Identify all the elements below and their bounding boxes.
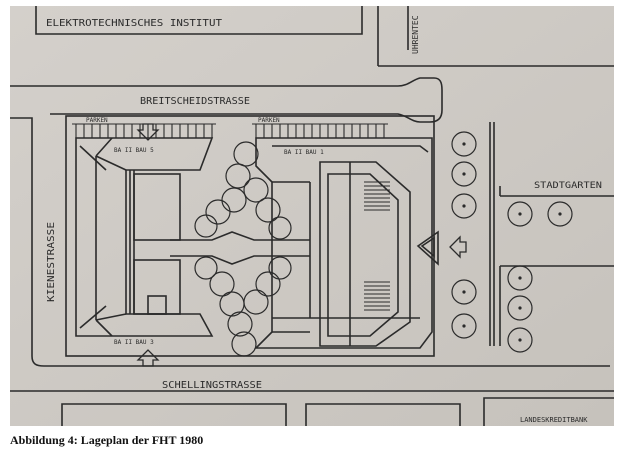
institute-outline [35, 6, 363, 35]
parking-label-left: PARKEN [86, 117, 108, 124]
building-right-ridge [309, 162, 351, 346]
east-street-edge [489, 122, 495, 346]
building-right-top-wing [272, 145, 429, 183]
building-left-wing-roof [79, 145, 135, 329]
building-right-outline [254, 137, 433, 349]
building-label-1: BA II BAU 1 [284, 149, 324, 156]
stadtgarten-edge [499, 186, 614, 346]
site-plan-drawing: ELEKTROTECHNISCHES INSTITUT UHRENTEC BRE… [10, 6, 614, 426]
tree-row-east [451, 131, 477, 339]
staircase-north [364, 181, 390, 211]
bottom-middle-block [305, 403, 461, 426]
tree-group-stadtgarten [507, 201, 573, 353]
breitscheidstrasse-north-edge [10, 77, 443, 123]
east-entrance [416, 230, 439, 266]
site-boundary [65, 115, 435, 357]
building-label-5: BA II BAU 5 [114, 147, 154, 154]
bottom-right-block [483, 397, 614, 426]
staircase-south [364, 281, 390, 311]
bottom-left-block [61, 403, 287, 426]
park-label-stadtgarten: STADTGARTEN [534, 181, 602, 191]
entrance-arrow-north-icon [136, 123, 160, 141]
street-label-kienestrasse: KIENESTRASSE [46, 222, 57, 302]
tree-cluster-courtyard [194, 141, 292, 357]
small-hall [147, 295, 167, 315]
building-right-main-hall [319, 161, 411, 347]
building-label-bottom-right: LANDESKREDITBANK [520, 416, 588, 424]
institute-label: ELEKTROTECHNISCHES INSTITUT [46, 18, 222, 29]
kienestrasse-edge [10, 117, 610, 367]
building-label-3: BA II BAU 3 [114, 339, 154, 346]
courtyard-block-north [133, 173, 181, 241]
building-right-bottom-wing [272, 317, 420, 333]
parking-right-hatch [252, 123, 388, 138]
top-right-vertical-label: UHRENTEC [411, 15, 420, 54]
parking-left-hatch [72, 123, 216, 138]
entrance-arrow-east-icon [449, 235, 467, 259]
paper-background [10, 6, 614, 426]
street-label-breitscheidstrasse: BREITSCHEIDSTRASSE [140, 96, 250, 107]
building-left-inner [95, 137, 127, 337]
figure-caption: Abbildung 4: Lageplan der FHT 1980 [10, 433, 204, 447]
street-label-schellingstrasse: SCHELLINGSTRASSE [162, 380, 262, 391]
parking-label-right: PARKEN [258, 117, 280, 124]
top-right-block [377, 6, 614, 67]
entrance-arrow-south-icon [136, 349, 160, 367]
